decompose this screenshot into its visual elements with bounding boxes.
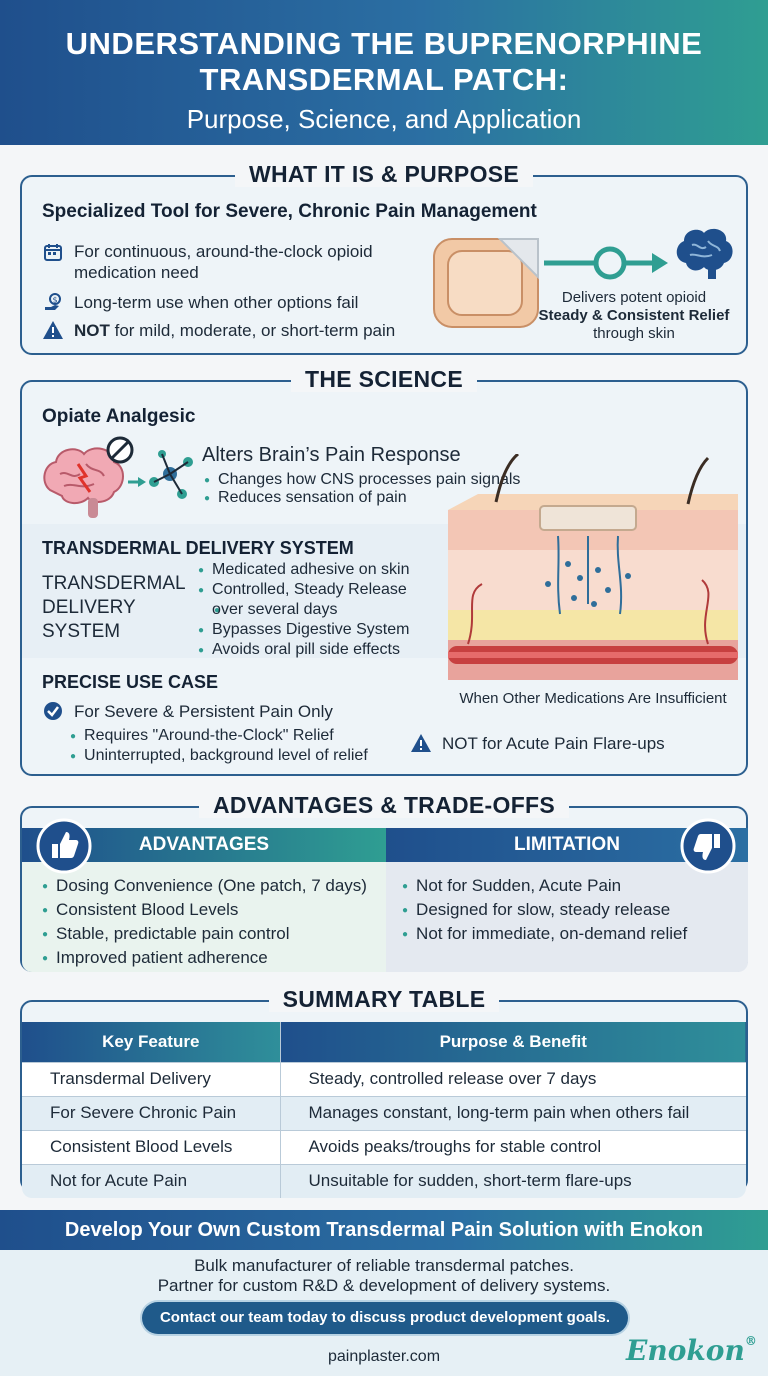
enokon-logo: Enokon® [626, 1334, 757, 1367]
footer-line-2: Partner for custom R&D & development of … [157, 1276, 611, 1295]
not-acute: NOT for Acute Pain Flare-ups [410, 732, 665, 754]
thumbs-down-icon [680, 818, 736, 874]
hand-dollar-icon: $ [42, 291, 64, 313]
use-head: PRECISE USE CASE [42, 672, 219, 692]
brain-pain-illustration [40, 434, 200, 530]
section-title: WHAT IT IS & PURPOSE [22, 161, 746, 188]
patch-illustration [430, 233, 550, 333]
title-line-2: TRANSDERMAL PATCH: [199, 62, 569, 97]
analgesic-head: Opiate Analgesic [42, 406, 196, 427]
section-title: ADVANTAGES & TRADE-OFFS [22, 792, 746, 819]
summary-section: SUMMARY TABLE Key Feature Purpose & Bene… [20, 986, 748, 1198]
purpose-item-3: NOT for mild, moderate, or short-term pa… [42, 319, 395, 341]
section-title: SUMMARY TABLE [22, 986, 746, 1013]
calendar-icon [42, 241, 64, 263]
flow-arrow [544, 243, 672, 283]
warning-icon [410, 732, 432, 754]
limitation-list: Not for Sudden, Acute Pain Designed for … [402, 874, 687, 946]
table-header: Key Feature [22, 1022, 281, 1062]
svg-text:$: $ [53, 296, 58, 305]
delivery-caption: Delivers potent opioid Steady & Consiste… [538, 289, 730, 342]
delivery-head: TRANSDERMAL DELIVERY SYSTEM [42, 538, 354, 558]
section-title: THE SCIENCE [22, 366, 746, 393]
check-circle-icon [42, 700, 64, 722]
alters-bullet-2: Reduces sensation of pain [204, 488, 407, 508]
science-section: THE SCIENCE Opiate Analgesic Alters Brai… [20, 366, 748, 776]
what-it-is-section: WHAT IT IS & PURPOSE Specialized Tool fo… [20, 161, 748, 355]
advantages-section: ADVANTAGES & TRADE-OFFS ADVANTAGES LIMIT… [20, 792, 748, 972]
footer-url[interactable]: painplaster.com [327, 1348, 441, 1365]
delivery-bullets: Medicated adhesive on skin Controlled, S… [198, 560, 448, 660]
warning-icon [42, 319, 64, 341]
what-subhead: Specialized Tool for Severe, Chronic Pai… [42, 201, 537, 222]
summary-table: Key Feature Purpose & Benefit Transderma… [22, 1022, 746, 1198]
title-line-1: UNDERSTANDING THE BUPRENORPHINE [65, 26, 703, 61]
footer-line-1: Bulk manufacturer of reliable transderma… [194, 1256, 574, 1275]
brain-icon [672, 223, 738, 283]
advantages-list: Dosing Convenience (One patch, 7 days) C… [42, 874, 367, 970]
page-header: UNDERSTANDING THE BUPRENORPHINE TRANSDER… [0, 0, 768, 145]
table-header: Purpose & Benefit [280, 1022, 746, 1062]
footer-banner: Develop Your Own Custom Transdermal Pain… [0, 1210, 768, 1250]
skin-caption: When Other Medications Are Insufficient [459, 690, 727, 707]
subtitle: Purpose, Science, and Application [186, 104, 582, 134]
contact-button[interactable]: Contact our team today to discuss produc… [142, 1302, 628, 1334]
purpose-item-1: For continuous, around-the-clock opioid … [42, 241, 422, 283]
alters-head: Alters Brain’s Pain Response [202, 444, 461, 466]
use-bullet-2: Uninterrupted, background level of relie… [70, 746, 368, 766]
thumbs-up-icon [36, 818, 92, 874]
delivery-label: TRANSDERMAL DELIVERY SYSTEM [42, 573, 186, 642]
skin-cross-section [448, 452, 738, 680]
use-bullet-1: Requires "Around-the-Clock" Relief [70, 726, 334, 746]
alters-bullet-1: Changes how CNS processes pain signals [204, 470, 520, 490]
use-main: For Severe & Persistent Pain Only [42, 700, 333, 722]
purpose-item-2: $ Long-term use when other options fail [42, 291, 358, 313]
